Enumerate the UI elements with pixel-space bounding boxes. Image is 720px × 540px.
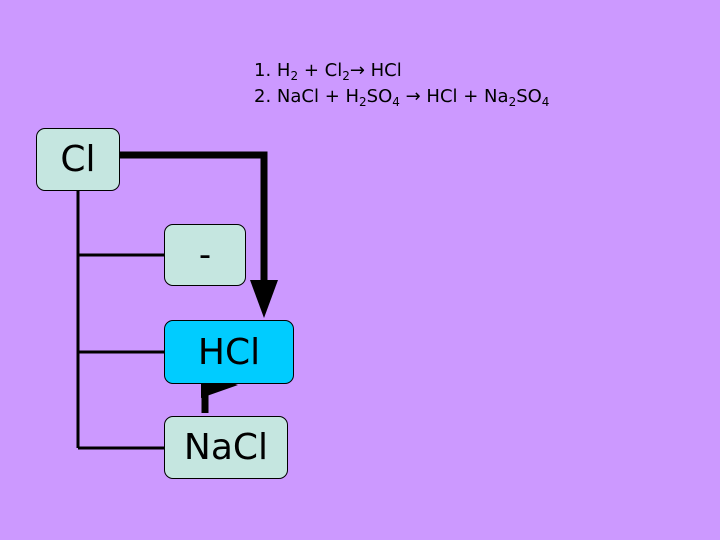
equation-text: → HCl + Na xyxy=(399,86,509,107)
equation-text: NaCl + H xyxy=(276,86,360,107)
equation-subscript: 4 xyxy=(392,95,400,109)
equation-2: 2. NaCl + H2SO4 → HCl + Na2SO4 xyxy=(254,84,549,110)
equation-text: → HCl xyxy=(349,60,402,81)
node-hydrogen-chloride: HCl xyxy=(164,320,294,384)
reaction-equations: 1. H2 + Cl2→ HCl 2. NaCl + H2SO4 → HCl +… xyxy=(254,58,549,110)
reaction-arrow-cl-to-hcl xyxy=(120,151,268,284)
equation-subscript: 4 xyxy=(541,95,550,109)
equation-subscript: 2 xyxy=(359,95,367,109)
equation-1: 1. H2 + Cl2→ HCl xyxy=(254,58,549,84)
equation-subscript: 2 xyxy=(342,69,350,83)
equation-text: + Cl xyxy=(298,60,343,81)
arrowhead-down xyxy=(250,280,278,318)
node-chlorine: Cl xyxy=(36,128,120,191)
equation-text: H xyxy=(276,60,291,81)
equation-number: 2. xyxy=(254,86,277,107)
node-placeholder: - xyxy=(164,224,246,286)
equation-subscript: 2 xyxy=(290,69,299,83)
node-sodium-chloride: NaCl xyxy=(164,416,288,479)
equation-subscript: 2 xyxy=(508,95,517,109)
equation-text: SO xyxy=(366,86,393,107)
equation-text: SO xyxy=(516,86,542,107)
equation-number: 1. xyxy=(254,60,277,81)
